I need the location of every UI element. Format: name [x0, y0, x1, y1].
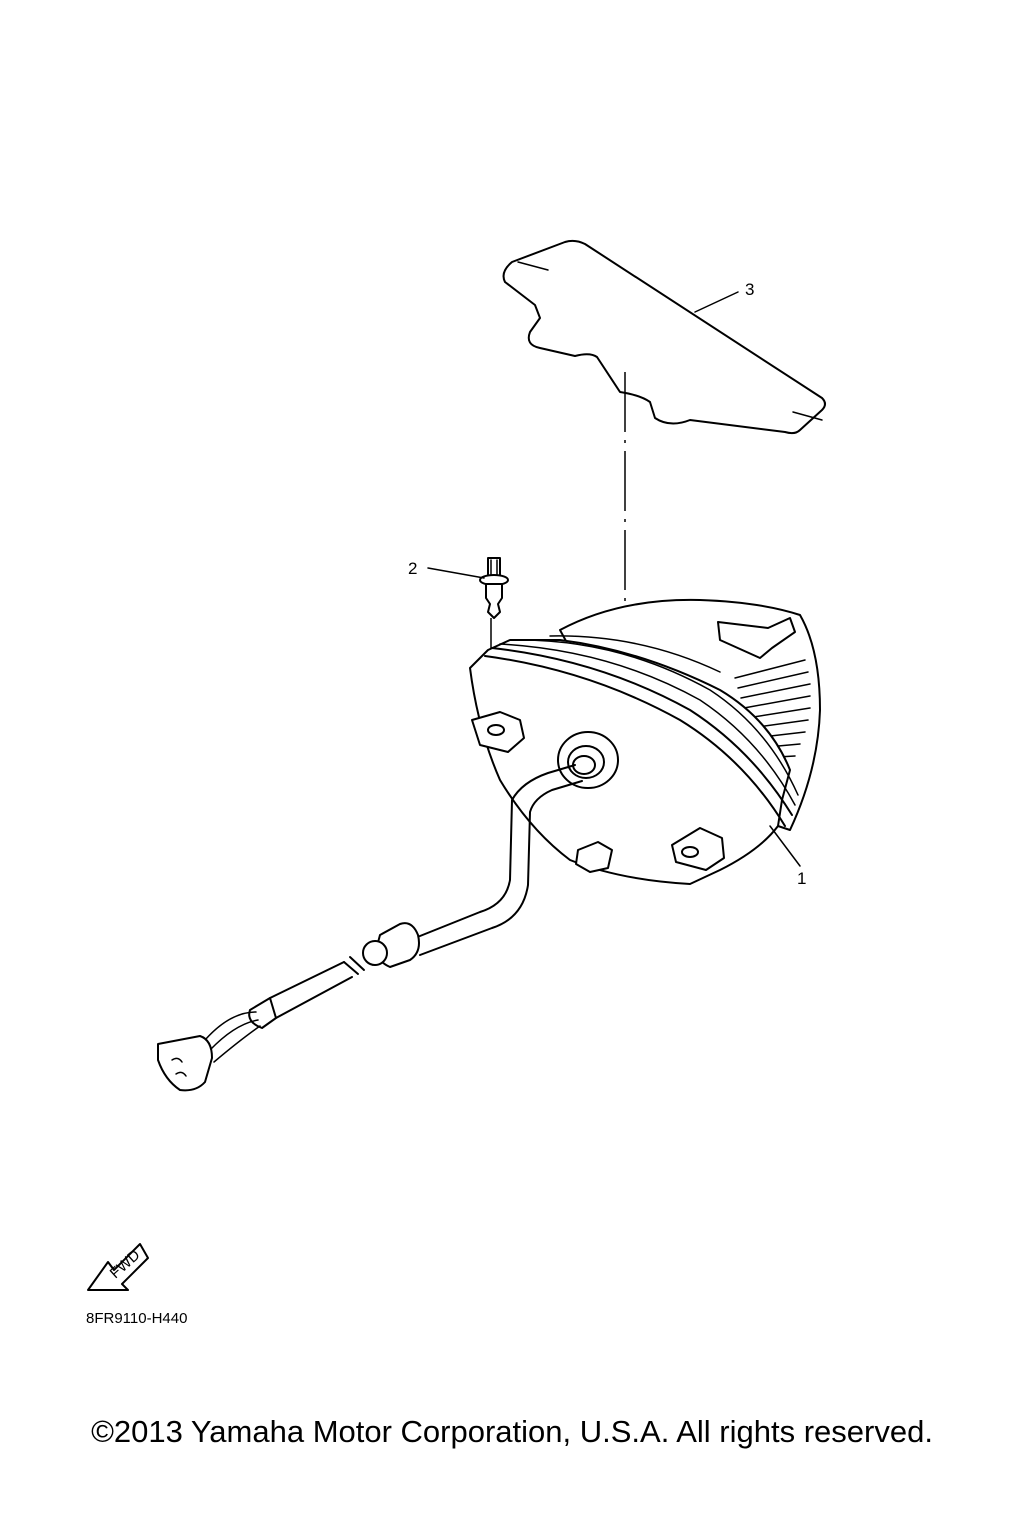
diagram-code: 8FR9110-H440 — [86, 1310, 187, 1327]
leader-1 — [769, 825, 801, 867]
leader-2 — [427, 567, 485, 579]
fwd-arrow: FWD — [87, 1243, 149, 1291]
leader-3 — [694, 291, 739, 313]
part-2-screw[interactable] — [479, 557, 509, 619]
wire-harness[interactable] — [157, 764, 583, 1092]
callout-1: 1 — [797, 869, 806, 888]
callout-3: 3 — [745, 280, 754, 299]
part-1-taillight[interactable] — [469, 598, 821, 885]
copyright-notice: ©2013 Yamaha Motor Corporation, U.S.A. A… — [91, 1414, 933, 1449]
callout-2: 2 — [408, 559, 417, 578]
part-3-pad[interactable] — [502, 239, 826, 435]
